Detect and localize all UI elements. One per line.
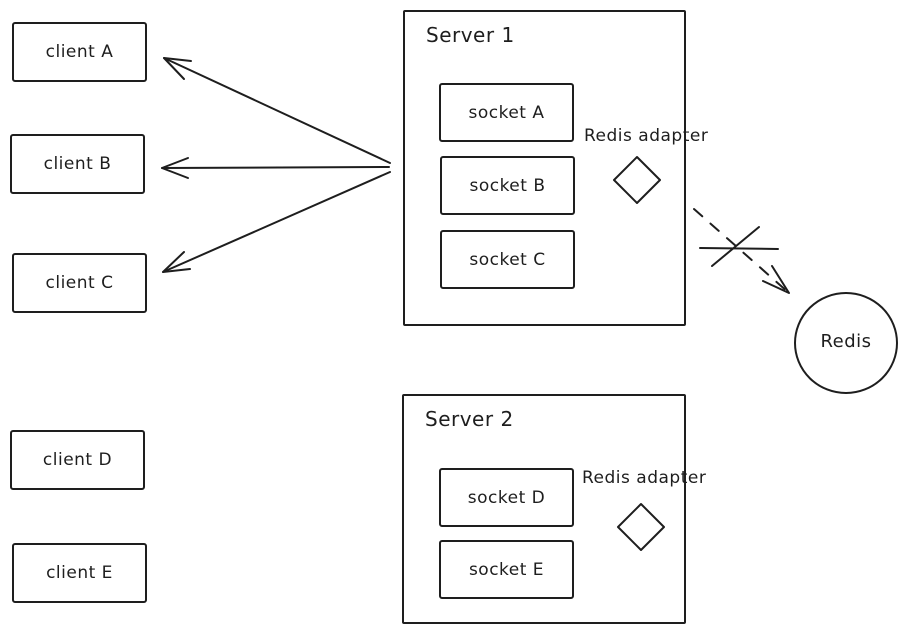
- socket-a-box: socket A: [439, 83, 574, 142]
- socket-c-label: socket C: [469, 249, 546, 270]
- redis-adapter-1-label: Redis adapter: [584, 126, 709, 146]
- client-d-box: client D: [10, 430, 145, 490]
- socket-a-label: socket A: [468, 102, 545, 123]
- redis-adapter-2-diamond-icon: [617, 503, 665, 551]
- socket-b-box: socket B: [440, 156, 575, 215]
- client-a-label: client A: [45, 42, 114, 62]
- client-c-label: client C: [45, 273, 114, 293]
- server-1-title: Server 1: [426, 23, 515, 47]
- arrow-server1-to-client-c: [162, 171, 391, 273]
- socket-d-label: socket D: [467, 487, 546, 508]
- cross-out-x-icon: [699, 226, 779, 267]
- server-2-title: Server 2: [425, 407, 514, 431]
- client-a-box: client A: [12, 22, 147, 82]
- server-1-box: Server 1 socket A socket B socket C: [403, 10, 686, 326]
- socket-c-box: socket C: [440, 230, 575, 289]
- arrow-server1-to-redis-dashed: [693, 208, 790, 294]
- client-d-label: client D: [42, 450, 113, 470]
- arrow-server1-to-client-b: [161, 157, 390, 179]
- client-e-box: client E: [12, 543, 147, 603]
- socket-e-label: socket E: [468, 559, 545, 580]
- socket-b-label: socket B: [469, 175, 546, 196]
- server-2-box: Server 2 socket D socket E: [402, 394, 686, 624]
- socket-d-box: socket D: [439, 468, 574, 527]
- arrow-server1-to-client-a: [163, 57, 391, 164]
- socket-e-box: socket E: [439, 540, 574, 599]
- client-b-box: client B: [10, 134, 145, 194]
- client-c-box: client C: [12, 253, 147, 313]
- client-b-label: client B: [43, 154, 112, 174]
- redis-adapter-1-diamond-icon: [613, 156, 661, 204]
- client-e-label: client E: [46, 563, 113, 583]
- redis-adapter-2-label: Redis adapter: [582, 468, 707, 488]
- redis-label: Redis: [820, 331, 872, 352]
- redis-circle: [794, 292, 898, 394]
